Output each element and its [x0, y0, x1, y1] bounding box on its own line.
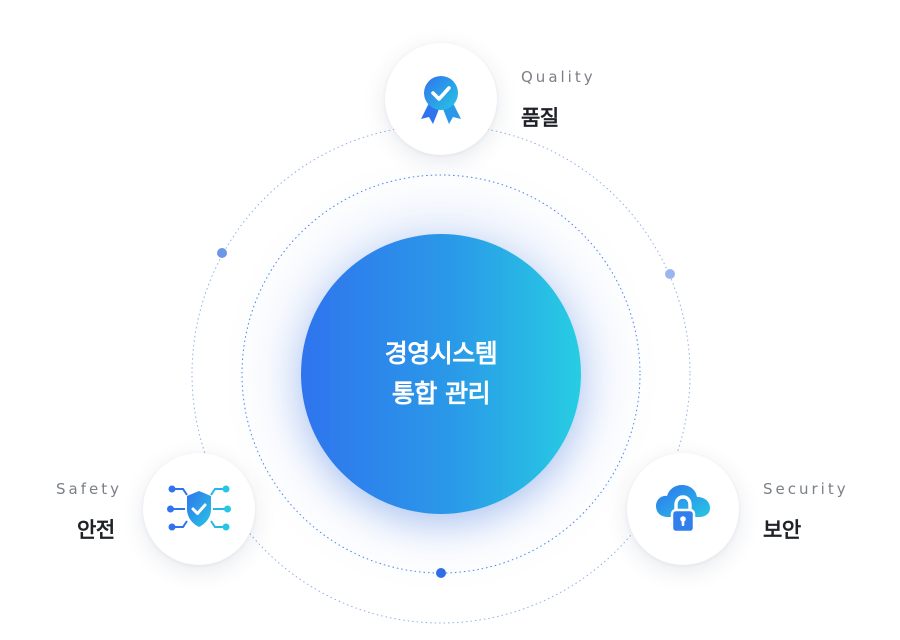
quality-label-en: Quality [521, 68, 596, 86]
orbit-dot [665, 269, 675, 279]
safety-label-en: Safety [56, 480, 122, 498]
inner-orbit-ring [241, 174, 641, 574]
safety-label-ko: 안전 [77, 518, 115, 542]
quality-label-ko: 품질 [521, 106, 559, 130]
orbit-dot [217, 248, 227, 258]
security-label-en: Security [763, 480, 849, 498]
center-hub: 경영시스템 통합 관리 [301, 234, 581, 514]
orbit-dot [436, 568, 446, 578]
quality-node [385, 43, 497, 155]
security-node [627, 453, 739, 565]
shield-circuit-icon [167, 485, 231, 531]
safety-node [143, 453, 255, 565]
security-label-ko: 보안 [763, 518, 801, 542]
center-title-line2: 통합 관리 [391, 379, 491, 408]
award-ribbon-icon [421, 76, 461, 124]
cloud-lock-icon [656, 485, 710, 534]
outer-orbit-ring [191, 124, 691, 624]
center-title-line1: 경영시스템 [384, 339, 498, 368]
